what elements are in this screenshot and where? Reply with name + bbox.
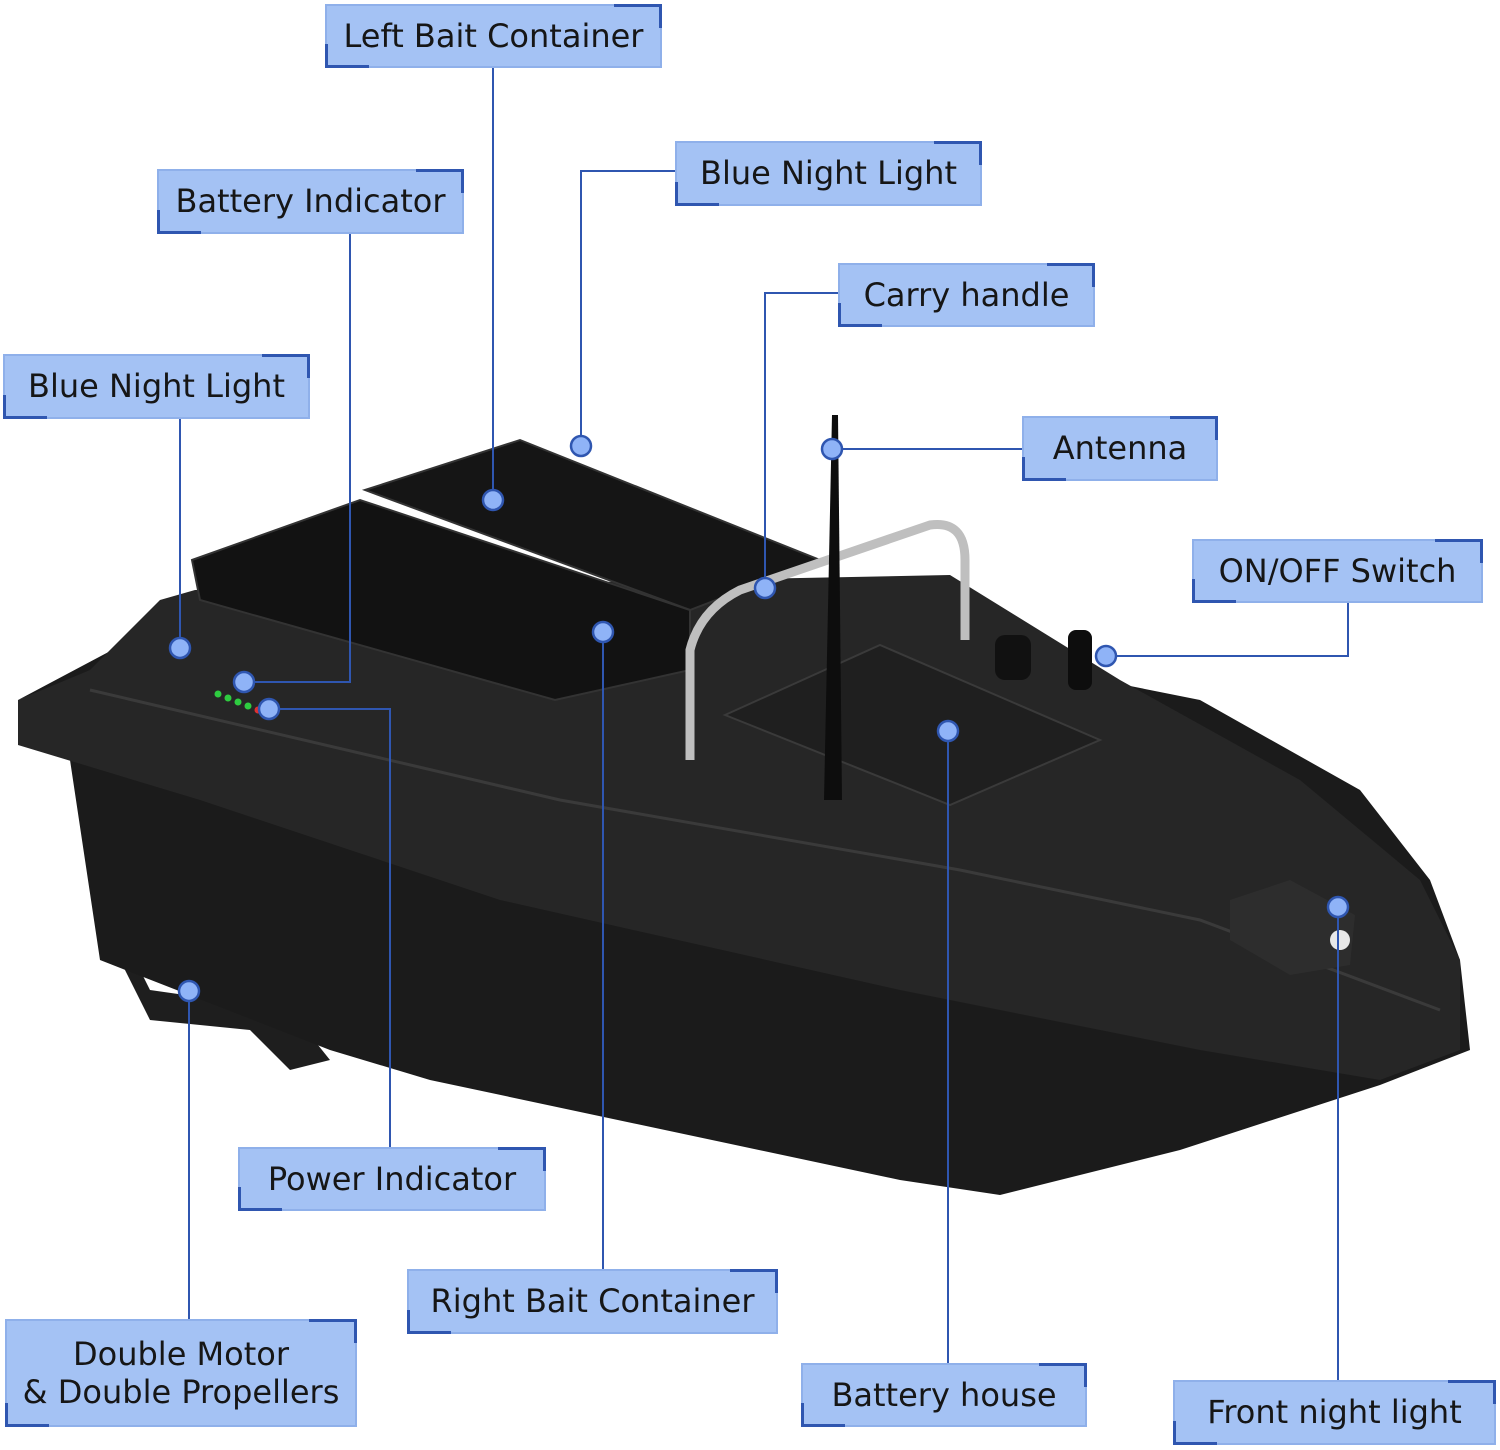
callout-dots	[168, 434, 1350, 1003]
carry-handle-shape	[685, 519, 970, 760]
label-power-indicator: Power Indicator	[238, 1147, 546, 1211]
label-text: & Double Propellers	[22, 1373, 340, 1411]
label-text: Battery house	[831, 1375, 1057, 1414]
boat-deck	[18, 575, 1460, 1080]
label-text: Power Indicator	[267, 1159, 517, 1198]
leader-power-indicator	[269, 708, 391, 1147]
label-battery-indicator: Battery Indicator	[157, 169, 464, 234]
label-text: Double Motor	[72, 1334, 290, 1373]
antenna-shape	[824, 415, 842, 800]
leader-switch	[1106, 603, 1349, 657]
label-left-bait-container: Left Bait Container	[325, 4, 662, 68]
label-text: Carry handle	[863, 275, 1070, 314]
label-battery-house: Battery house	[801, 1363, 1087, 1427]
leader-carry-handle	[764, 292, 838, 588]
label-blue-night-light-top: Blue Night Light	[675, 141, 982, 206]
label-carry-handle: Carry handle	[838, 263, 1095, 327]
label-blue-night-light-left: Blue Night Light	[3, 354, 310, 419]
label-right-bait-container: Right Bait Container	[407, 1269, 778, 1334]
leader-battery-indicator	[244, 234, 351, 683]
label-on-off-switch: ON/OFF Switch	[1192, 539, 1483, 603]
label-text: Blue Night Light	[28, 367, 285, 406]
label-text: Battery Indicator	[175, 182, 446, 221]
label-text: Front night light	[1207, 1393, 1462, 1432]
label-text: Blue Night Light	[700, 154, 957, 193]
label-text: ON/OFF Switch	[1218, 551, 1457, 590]
label-antenna: Antenna	[1022, 416, 1218, 481]
leader-blue-light-top	[580, 170, 675, 446]
label-front-night-light: Front night light	[1173, 1380, 1496, 1445]
label-double-motor: Double Motor& Double Propellers	[5, 1319, 357, 1427]
label-text: Antenna	[1052, 429, 1188, 468]
label-text: Left Bait Container	[343, 16, 644, 55]
label-text: Right Bait Container	[430, 1282, 755, 1321]
